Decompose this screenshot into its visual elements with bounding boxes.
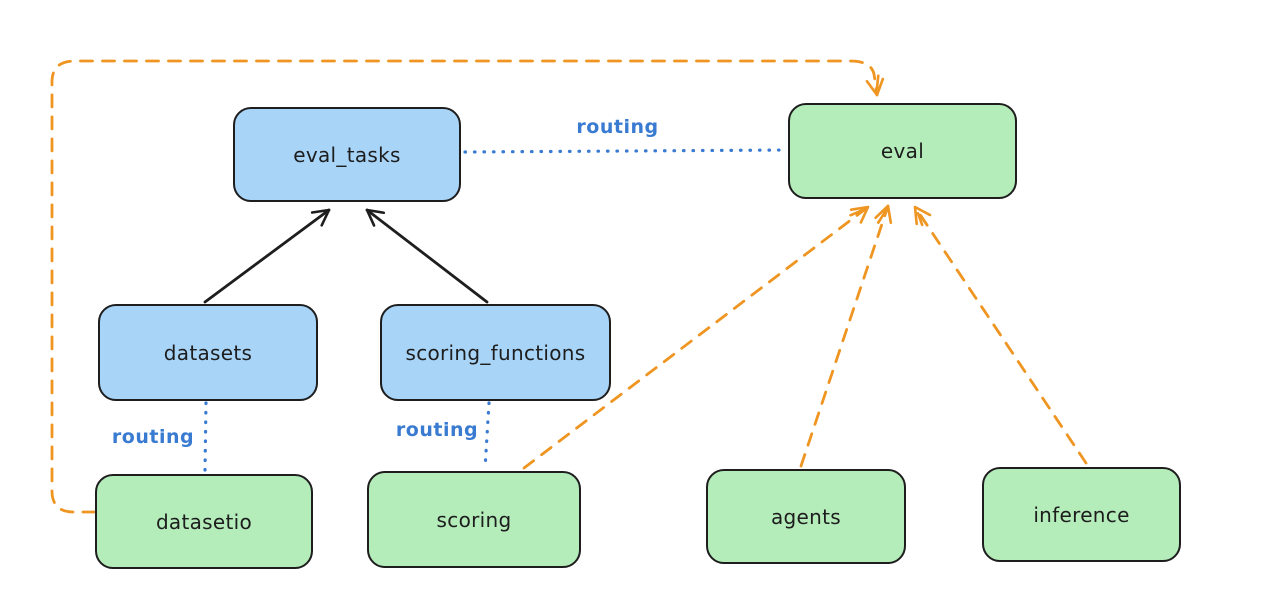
edge-scoring-functions-to-scoring	[483, 401, 491, 471]
edge-eval-tasks-to-eval	[463, 148, 788, 154]
edge-datasets-to-datasetio	[203, 401, 208, 473]
edge-label-routing-scoring: routing	[395, 419, 479, 441]
node-datasetio-label: datasetio	[155, 509, 253, 534]
node-scoring-functions: scoring_functions	[380, 304, 611, 401]
node-scoring-label: scoring	[436, 507, 512, 532]
edge-scoring-functions-to-eval-tasks	[365, 208, 489, 304]
node-eval: eval	[788, 103, 1017, 199]
edge-datasets-to-eval-tasks	[203, 208, 331, 304]
edge-inference-to-eval	[913, 205, 1088, 465]
node-scoring-functions-label: scoring_functions	[405, 340, 586, 365]
edge-scoring-to-eval	[522, 205, 870, 470]
edge-label-routing-top: routing	[576, 116, 659, 138]
node-datasets: datasets	[98, 304, 318, 401]
node-agents-label: agents	[771, 504, 841, 529]
node-inference: inference	[982, 467, 1181, 562]
node-datasets-label: datasets	[163, 340, 253, 365]
node-inference-label: inference	[1033, 502, 1130, 527]
node-eval-tasks-label: eval_tasks	[293, 142, 401, 167]
node-datasetio: datasetio	[95, 474, 313, 569]
edge-agents-to-eval	[799, 204, 888, 468]
node-eval-label: eval	[880, 139, 925, 163]
node-agents: agents	[706, 469, 906, 564]
node-scoring: scoring	[367, 471, 581, 568]
node-eval-tasks: eval_tasks	[233, 107, 461, 202]
edge-label-routing-datasetio: routing	[111, 426, 195, 448]
